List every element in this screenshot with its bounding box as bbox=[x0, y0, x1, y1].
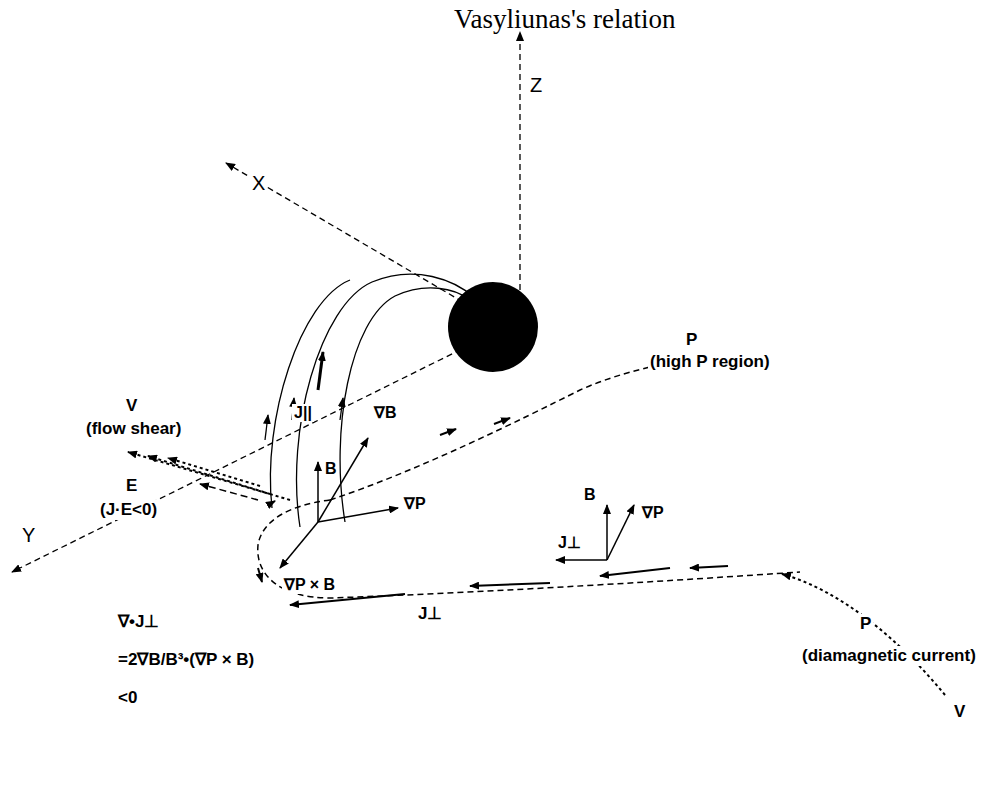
diagram-label: P bbox=[858, 614, 873, 634]
diagram-label: (high P region) bbox=[648, 352, 772, 372]
diagram-label: (diamagnetic current) bbox=[800, 646, 978, 666]
diagram-label: ∇P bbox=[640, 504, 666, 522]
diagram-label: V bbox=[124, 396, 139, 416]
diagram-label: X bbox=[250, 172, 267, 195]
diagram-label: <0 bbox=[116, 688, 139, 708]
diagram-label: J⊥ bbox=[556, 534, 583, 552]
diagram-label: B bbox=[582, 486, 598, 504]
diagram-label: J⊥ bbox=[416, 604, 444, 624]
diagram-label: Z bbox=[528, 74, 544, 97]
diagram-label: Y bbox=[20, 524, 37, 547]
diagram-label: ∇B bbox=[372, 404, 399, 422]
diagram-title: Vasyliunas's relation bbox=[454, 4, 676, 35]
diagram-label: =2∇B/B³•(∇P × B) bbox=[116, 650, 256, 670]
diagram-label: (J·E<0) bbox=[98, 500, 159, 520]
diagram-label: (flow shear) bbox=[84, 419, 183, 439]
diagram-label: P bbox=[684, 330, 699, 350]
diagram-label: ∇P × B bbox=[282, 576, 337, 594]
diagram-label: J|| bbox=[292, 404, 314, 422]
diagram-label: B bbox=[323, 460, 339, 478]
diagram-label: ∇•J⊥ bbox=[116, 612, 161, 632]
diagram-label: V bbox=[952, 702, 967, 722]
diagram-label: ∇P bbox=[402, 495, 428, 513]
diagram-label: E bbox=[124, 476, 139, 496]
